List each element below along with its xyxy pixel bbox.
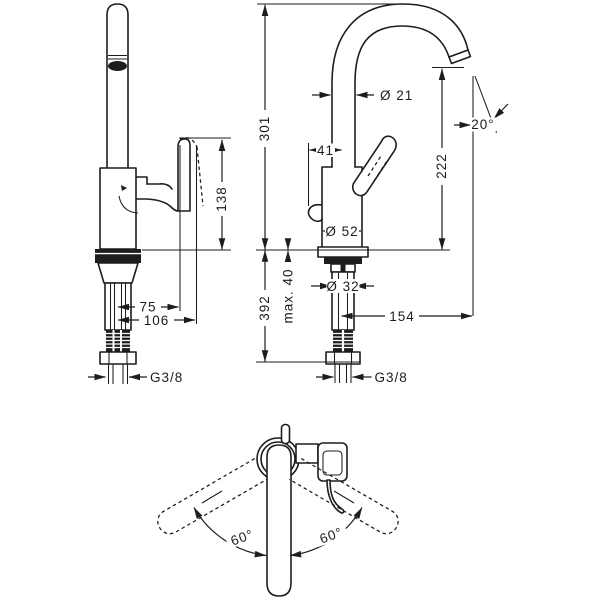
top-spout-left-position bbox=[157, 458, 268, 535]
dim-o52-label: Ø 52 bbox=[325, 224, 358, 239]
dim-392-label: 392 bbox=[257, 295, 272, 321]
dim-20-label: 20° bbox=[471, 117, 494, 132]
swivel-arc-left bbox=[193, 507, 267, 558]
dim-41-label: 41 bbox=[317, 143, 334, 158]
front-body bbox=[99, 167, 137, 250]
front-handle-blade bbox=[177, 138, 191, 212]
front-thread-label: G3/8 bbox=[150, 370, 183, 385]
dim-154-label: 154 bbox=[389, 309, 415, 324]
side-lever bbox=[351, 135, 397, 197]
side-spout-outer bbox=[331, 3, 469, 168]
dim-o21-label: Ø 21 bbox=[380, 88, 413, 103]
swivel-right-label: 60° bbox=[318, 524, 345, 546]
dim-75-label: 75 bbox=[139, 300, 156, 315]
side-view: 301 392 max. 40 Ø 21 41 222 Ø 52 Ø 32 bbox=[256, 3, 509, 385]
top-housing-hook bbox=[326, 479, 345, 514]
dim-222-label: 222 bbox=[434, 153, 449, 179]
front-supply-hoses bbox=[107, 364, 129, 384]
top-view: 60° 60° bbox=[157, 423, 399, 597]
top-housing-block bbox=[317, 442, 348, 482]
front-thread-section bbox=[106, 330, 130, 352]
side-thread-label: G3/8 bbox=[375, 370, 408, 385]
front-mounting-nut bbox=[99, 351, 137, 365]
side-hook bbox=[307, 203, 323, 223]
top-spout-right-position bbox=[288, 458, 399, 535]
front-view: 138 75 106 G3/8 bbox=[88, 3, 231, 385]
front-deck-plate bbox=[95, 249, 141, 263]
front-spout-pipe bbox=[106, 3, 129, 168]
dim-106-label: 106 bbox=[144, 313, 170, 328]
dim-o32-label: Ø 32 bbox=[326, 279, 359, 294]
front-handle-arm bbox=[146, 183, 173, 190]
swivel-left-label: 60° bbox=[229, 526, 256, 548]
side-spout-outlet bbox=[448, 49, 472, 65]
dim-max40-label: max. 40 bbox=[281, 268, 296, 323]
dim-138-label: 138 bbox=[214, 186, 229, 212]
side-thread-section bbox=[333, 330, 353, 352]
side-deck-plate bbox=[317, 246, 369, 258]
side-supply-hoses bbox=[334, 364, 352, 383]
front-aerator bbox=[108, 61, 127, 71]
top-lever-pin bbox=[280, 423, 291, 445]
top-housing-left bbox=[295, 443, 319, 464]
side-spout-inner bbox=[354, 25, 450, 168]
dim-301-label: 301 bbox=[257, 116, 272, 142]
front-mounting-cone bbox=[97, 262, 139, 284]
front-handle-marker bbox=[121, 185, 127, 191]
top-spout-current bbox=[266, 444, 292, 597]
side-seal bbox=[324, 257, 362, 264]
